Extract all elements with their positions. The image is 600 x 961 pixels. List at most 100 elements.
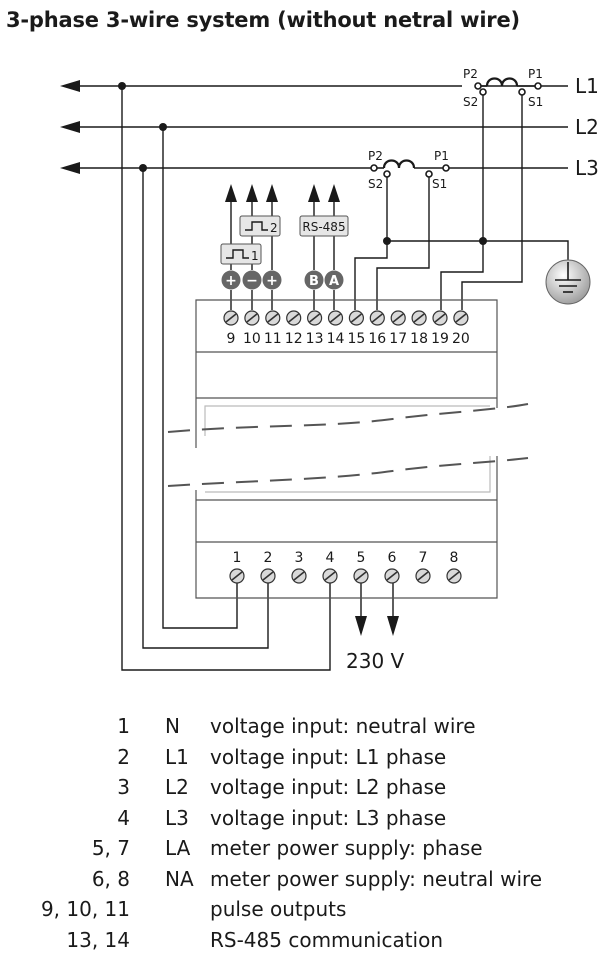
svg-text:+: +: [266, 273, 278, 289]
terminal-7-number: 7: [419, 550, 428, 566]
pulse-plus-1: [221, 270, 241, 290]
pulse-minus: [242, 270, 262, 290]
diagram-title: 3-phase 3-wire system (without netral wi…: [6, 8, 520, 32]
break-lines: [167, 403, 529, 487]
svg-text:−: −: [246, 273, 258, 289]
terminal-20-slot: [455, 313, 467, 323]
terminal-10-number: 10: [243, 331, 261, 347]
rs485-box: RS-485: [299, 215, 349, 237]
legend-symbol: L3: [165, 805, 189, 830]
legend-terminals: 9, 10, 11: [40, 897, 130, 921]
legend-symbol: L1: [165, 744, 189, 769]
svg-text:A: A: [329, 274, 339, 289]
pulse-plus-2: [262, 270, 282, 290]
svg-text:RS-485: RS-485: [302, 220, 345, 234]
legend-symbol: N: [165, 714, 180, 738]
legend-terminals: 3: [117, 775, 130, 799]
terminal-8-number: 8: [450, 550, 459, 566]
legend-terminals: 13, 14: [66, 927, 130, 952]
terminal-17-number: 17: [389, 331, 407, 347]
legend-row: 9, 10, 11 pulse outputs: [0, 897, 600, 927]
svg-text:2: 2: [270, 221, 278, 235]
pulse-output-1: 1: [220, 243, 262, 265]
terminal-2-number: 2: [264, 550, 273, 566]
ct-l3-p1: P1: [434, 149, 449, 163]
legend-symbol: NA: [165, 866, 194, 891]
wire-t15: [354, 241, 388, 310]
legend-row: 2 L1 voltage input: L1 phase: [0, 745, 600, 775]
legend-terminals: 4: [117, 805, 130, 830]
terminal-6-slot: [386, 571, 398, 581]
ct-l3-s1: S1: [432, 177, 447, 191]
legend-terminals: 2: [117, 744, 130, 769]
ground-icon: [545, 259, 591, 305]
ct-l3-p2: P2: [368, 149, 383, 163]
meter-body: [195, 299, 498, 599]
svg-text:+: +: [225, 273, 237, 289]
ct-l1-p1: P1: [528, 67, 543, 81]
label-l1: L1: [575, 74, 599, 98]
ct-l1-s1: S1: [528, 95, 543, 109]
terminal-11-slot: [267, 313, 279, 323]
wire-ground: [387, 240, 569, 260]
terminal-12-slot: [288, 313, 300, 323]
legend-symbol: L2: [165, 775, 189, 799]
terminal-1-slot: [231, 571, 243, 581]
terminal-15-slot: [350, 313, 362, 323]
line-arrows: [60, 80, 80, 174]
phase-lines: [68, 85, 568, 169]
terminal-15-number: 15: [347, 331, 365, 347]
terminal-3-number: 3: [295, 550, 304, 566]
terminal-19-number: 19: [431, 331, 449, 347]
rs485-b: [304, 270, 324, 290]
legend-description: voltage input: L3 phase: [210, 805, 447, 830]
terminal-8-slot: [448, 571, 460, 581]
pulse-output-2: 2: [239, 215, 281, 237]
legend-description: meter power supply: phase: [210, 836, 483, 860]
terminal-12-number: 12: [285, 331, 303, 347]
ct-l1-s2: S2: [463, 95, 478, 109]
terminal-20-number: 20: [452, 331, 470, 347]
terminal-18-slot: [413, 313, 425, 323]
ct-l3-s2: S2: [368, 177, 383, 191]
ct-l1-p2: P2: [463, 67, 478, 81]
output-arrows: [225, 184, 399, 636]
terminal-18-number: 18: [410, 331, 428, 347]
svg-text:1: 1: [251, 249, 259, 263]
terminal-3-slot: [293, 571, 305, 581]
terminal-19-slot: [434, 313, 446, 323]
terminal-13-number: 13: [306, 331, 324, 347]
legend-description: voltage input: neutral wire: [210, 714, 476, 738]
legend-description: RS-485 communication: [210, 927, 444, 952]
terminal-2-slot: [262, 571, 274, 581]
supply-arrow-5: [355, 616, 367, 636]
wire-l1-to-t4: [121, 86, 331, 671]
terminal-13-slot: [309, 313, 321, 323]
legend-symbol: LA: [165, 836, 191, 860]
arrow-l2: [60, 121, 80, 133]
label-l2: L2: [575, 115, 599, 139]
legend-description: voltage input: L1 phase: [210, 744, 447, 769]
terminal-7-slot: [417, 571, 429, 581]
terminal-9-slot: [225, 313, 237, 323]
rs485-a: [324, 270, 344, 290]
terminal-14-slot: [330, 313, 341, 323]
supply-arrow-6: [387, 616, 399, 636]
legend-description: meter power supply: neutral wire: [210, 866, 543, 891]
legend-terminals: 5, 7: [91, 836, 130, 860]
terminal-16-number: 16: [368, 331, 386, 347]
terminal-10-slot: [246, 313, 258, 323]
svg-text:B: B: [309, 274, 319, 289]
legend-terminals: 1: [117, 714, 130, 738]
terminal-17-slot: [392, 313, 404, 323]
arrow-l3: [60, 162, 80, 174]
wiring-diagram: L1 L2 L3 P2 P1 S2 S1 P2 P1 S2 S1: [60, 67, 599, 673]
legend-description: pulse outputs: [210, 897, 347, 921]
wire-l3-to-t2: [142, 168, 269, 649]
wire-t19: [440, 241, 484, 310]
